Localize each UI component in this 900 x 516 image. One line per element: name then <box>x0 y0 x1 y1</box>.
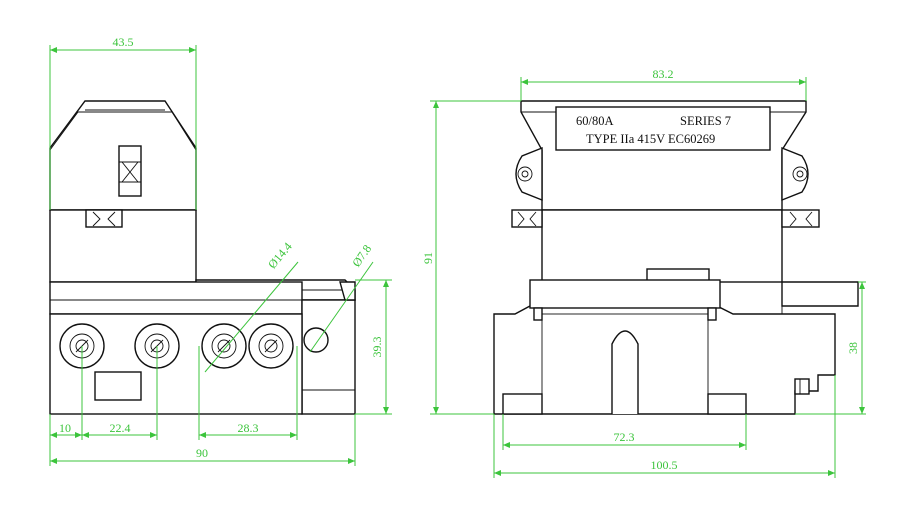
front-dimensions: 43.5 Ø14.4 Ø7.8 39.3 10 22.4 28.3 <box>49 35 392 466</box>
side-tab-right <box>781 209 820 228</box>
side-dimensions: 83.2 91 38 72.3 100.5 <box>421 67 866 478</box>
nameplate <box>555 106 771 151</box>
nameplate-series: SERIES 7 <box>680 114 731 128</box>
nameplate-rating: 60/80A <box>576 114 614 128</box>
front-right-block <box>301 299 356 415</box>
side-base-cover <box>529 279 721 309</box>
front-main-body <box>49 281 303 315</box>
terminal-3 <box>201 323 247 369</box>
side-view: 60/80A SERIES 7 TYPE IIa 415V EC60269 <box>493 100 859 415</box>
terminal-4 <box>248 323 294 369</box>
dim-height-right: 39.3 <box>370 337 384 358</box>
dim-overall-height: 91 <box>421 252 435 264</box>
dim-overall-width: 90 <box>196 446 208 460</box>
dim-width-top: 43.5 <box>113 35 134 49</box>
dim-dia-large: Ø14.4 <box>265 240 295 272</box>
front-label-window <box>94 371 142 401</box>
dim-right-height: 38 <box>846 342 860 354</box>
front-grip-window <box>118 145 142 197</box>
side-foot-right <box>707 393 747 415</box>
front-latch <box>85 209 123 228</box>
side-base <box>493 305 836 415</box>
front-view <box>49 100 356 415</box>
nameplate-type: TYPE IIa 415V EC60269 <box>586 132 715 146</box>
dim-base-inner-width: 72.3 <box>614 430 635 444</box>
dim-pitch-1: 22.4 <box>110 421 131 435</box>
front-upper-body <box>49 209 197 283</box>
dim-offset-left: 10 <box>59 421 71 435</box>
side-ear-right <box>781 146 809 202</box>
side-tab-left <box>511 209 543 228</box>
side-arch-slot <box>611 330 639 414</box>
side-ear-left <box>515 146 543 202</box>
dim-base-overall-width: 100.5 <box>651 458 678 472</box>
dim-top-width: 83.2 <box>653 67 674 81</box>
side-latch <box>794 378 810 395</box>
side-foot-left <box>502 393 543 415</box>
dim-pitch-2: 28.3 <box>238 421 259 435</box>
